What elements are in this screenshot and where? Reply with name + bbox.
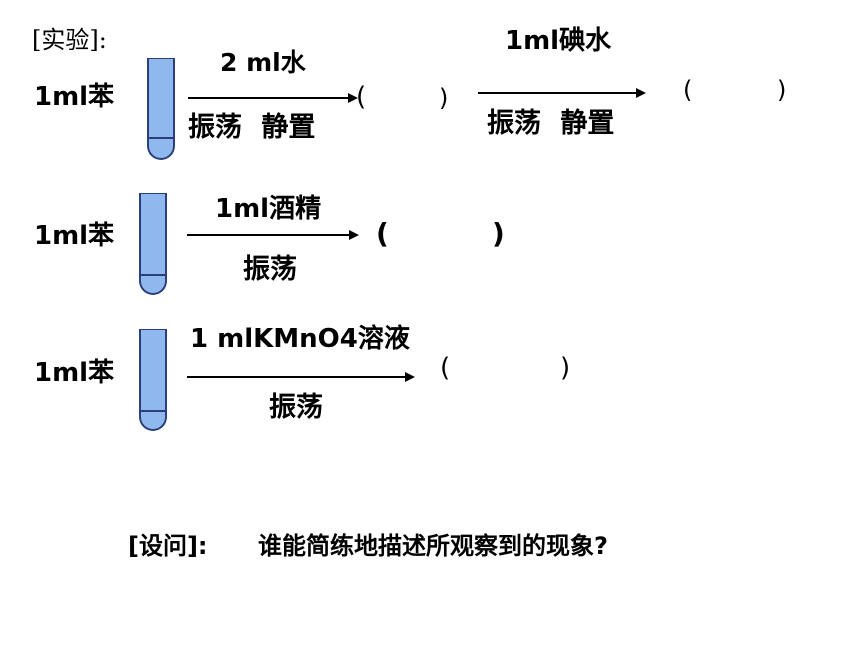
row1-second-action: 振荡 静置 xyxy=(487,108,615,139)
row1-second-open: ( xyxy=(683,76,693,104)
experiment-label: [实验]: xyxy=(32,26,107,54)
row3-substance: 1ml苯 xyxy=(34,358,115,388)
question-label: [设问]: xyxy=(128,532,208,560)
row3-test-tube xyxy=(139,329,167,431)
row1-result-open: ( xyxy=(356,82,367,112)
row1-second-close: ) xyxy=(777,76,787,104)
row1-second-arrow xyxy=(478,88,646,98)
row1-action: 振荡 静置 xyxy=(188,112,316,143)
row3-action: 振荡 xyxy=(269,392,323,423)
question-text: 谁能简练地描述所观察到的现象? xyxy=(258,532,608,560)
row3-result-close: ) xyxy=(560,353,571,383)
row1-substance: 1ml苯 xyxy=(34,82,115,112)
row2-arrow xyxy=(187,230,359,240)
row2-action: 振荡 xyxy=(243,254,297,285)
row2-result-close: ) xyxy=(492,217,505,250)
row3-result-open: ( xyxy=(440,353,451,383)
row1-second-reagent: 1ml碘水 xyxy=(505,26,612,56)
row3-arrow xyxy=(187,372,415,382)
row2-reagent: 1ml酒精 xyxy=(215,194,322,224)
row1-arrow xyxy=(188,93,358,103)
row2-test-tube xyxy=(139,193,167,295)
row1-test-tube xyxy=(147,58,175,160)
row2-substance: 1ml苯 xyxy=(34,221,115,251)
row1-result-close: ) xyxy=(439,84,449,112)
row3-reagent: 1 mlKMnO4溶液 xyxy=(190,324,410,354)
row1-reagent: 2 ml水 xyxy=(220,48,306,77)
row2-result-open: ( xyxy=(376,217,389,250)
